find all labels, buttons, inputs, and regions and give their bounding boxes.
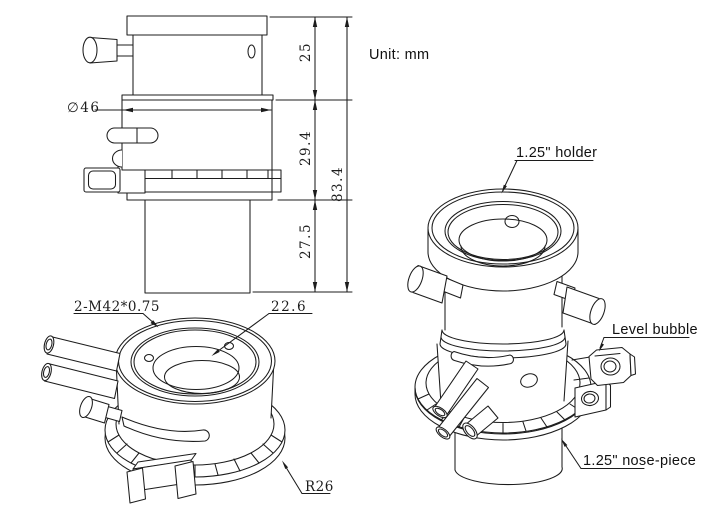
- thumbscrew-left: [407, 264, 464, 304]
- dim-bottom-label: 27.5: [298, 223, 314, 259]
- height-dimension-chain: 25 29.4 27.5: [298, 16, 318, 293]
- screw-hole: [581, 390, 599, 407]
- curved-slot: [121, 416, 210, 442]
- slot-profile: [106, 127, 159, 144]
- dim-total-label: 83.4: [330, 166, 346, 202]
- dim-top-label: 25: [298, 42, 314, 62]
- holder-label: 1.25" holder: [516, 145, 597, 161]
- radius-label: R26: [305, 479, 334, 495]
- upper-body-profile: [132, 34, 263, 96]
- face-hole: [143, 353, 155, 363]
- side-view-drawing: ∅46 25 29.4 27.5 83.4: [67, 15, 353, 294]
- lock-knob: [79, 395, 123, 424]
- dim-middle-label: 29.4: [298, 130, 314, 166]
- unit-note: Unit: mm: [369, 47, 429, 63]
- thread-callout: 2-M42*0.75: [73, 299, 160, 328]
- threaded-ring-top: [114, 317, 276, 405]
- nosepiece-label: 1.25" nose-piece: [583, 453, 696, 469]
- holder-callout: 1.25" holder: [501, 145, 597, 194]
- side-tubes-iso: [432, 360, 499, 440]
- holder-ring: [427, 188, 579, 292]
- clamp-bracket-profile: [83, 167, 121, 193]
- bubble-label: Level bubble: [612, 322, 698, 338]
- total-height-dimension: 83.4: [330, 16, 350, 293]
- bore-dim-label: 22.6: [271, 299, 307, 315]
- slot-profile-lower: [111, 149, 123, 168]
- clamp-shoe: [126, 452, 197, 504]
- bubble-callout: Level bubble: [599, 322, 698, 352]
- nosepiece-callout: 1.25" nose-piece: [561, 438, 696, 470]
- nosepiece-profile: [144, 199, 251, 294]
- diameter-dimension: ∅46: [67, 100, 272, 116]
- bottom-iso-view-drawing: 2-M42*0.75 22.6 R26: [41, 299, 334, 504]
- setscrew-hole: [247, 44, 256, 59]
- holder-cap-profile: [126, 15, 268, 36]
- slot-end-iso: [520, 373, 538, 388]
- thumbscrew-profile: [82, 36, 134, 64]
- thumbscrew-right: [553, 280, 606, 326]
- thread-label: 2-M42*0.75: [74, 299, 160, 315]
- setscrew-hole-iso: [504, 214, 520, 229]
- radius-callout: R26: [282, 460, 334, 495]
- level-bubble-assembly: [571, 346, 637, 418]
- dim-diameter-label: ∅46: [67, 100, 100, 116]
- side-tubes: [41, 335, 121, 400]
- right-iso-view-drawing: 1.25" holder Level bubble 1.25" nose-pie…: [407, 145, 698, 486]
- bore-callout: 22.6: [211, 299, 313, 356]
